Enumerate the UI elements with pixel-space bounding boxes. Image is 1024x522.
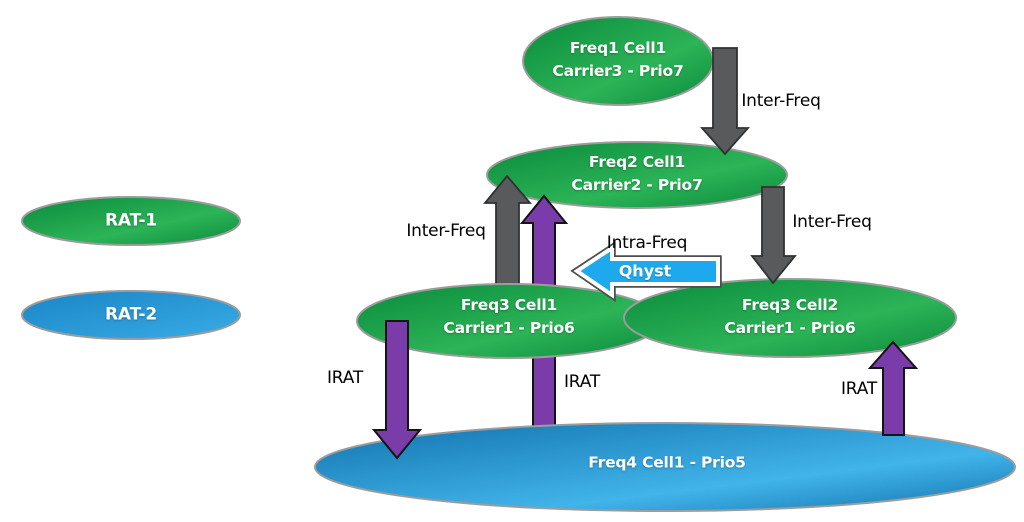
- node-freq3cell2-label: Freq3 Cell2 Carrier1 - Prio6: [724, 294, 855, 340]
- node-freq3cell1-line1: Freq3 Cell1: [460, 296, 558, 314]
- node-freq2-line1: Freq2 Cell1: [588, 153, 686, 171]
- label-qhyst: Qhyst: [618, 261, 672, 281]
- node-freq4-ellipse: [314, 422, 1016, 512]
- node-freq4-label: Freq4 Cell1 - Prio5: [588, 453, 746, 472]
- inter-freq-arrow-top: [700, 47, 750, 156]
- intra-freq-qhyst-arrow: [573, 244, 720, 299]
- label-irat-middle: IRAT: [563, 372, 601, 392]
- node-freq2-line2: Carrier2 - Prio7: [571, 176, 703, 194]
- label-inter-freq-left: Inter-Freq: [406, 221, 486, 241]
- inter-freq-arrow-down-right: [750, 186, 797, 285]
- node-freq2-label: Freq2 Cell1 Carrier2 - Prio7: [571, 151, 702, 197]
- node-freq1-label: Freq1 Cell1 Carrier3 - Prio7: [552, 37, 683, 83]
- node-freq3cell2-ellipse: [623, 278, 957, 358]
- node-freq3cell2-line2: Carrier1 - Prio6: [724, 319, 856, 337]
- legend-rat1-ellipse: [21, 196, 241, 246]
- label-inter-freq-top: Inter-Freq: [741, 91, 821, 111]
- label-inter-freq-right: Inter-Freq: [792, 212, 872, 232]
- node-freq3cell1-line2: Carrier1 - Prio6: [443, 319, 575, 337]
- irat-arrow-up-right: [867, 340, 919, 436]
- label-irat-right: IRAT: [840, 379, 878, 399]
- node-freq1-line1: Freq1 Cell1: [569, 39, 667, 57]
- node-freq3cell1-label: Freq3 Cell1 Carrier1 - Prio6: [443, 294, 574, 340]
- node-freq3cell2-line1: Freq3 Cell2: [741, 296, 839, 314]
- label-intra-freq: Intra-Freq: [606, 233, 688, 253]
- irat-arrow-down-left: [371, 320, 423, 460]
- inter-freq-arrow-up-left: [483, 174, 532, 297]
- node-freq1-line2: Carrier3 - Prio7: [552, 62, 684, 80]
- label-irat-left: IRAT: [326, 368, 364, 388]
- legend-rat1-label: RAT-1: [105, 210, 157, 231]
- legend-rat2-ellipse: [21, 290, 241, 340]
- node-freq2-ellipse: [486, 141, 788, 209]
- legend-rat2-label: RAT-2: [105, 304, 157, 325]
- irat-arrow-up-middle-head: [519, 194, 569, 292]
